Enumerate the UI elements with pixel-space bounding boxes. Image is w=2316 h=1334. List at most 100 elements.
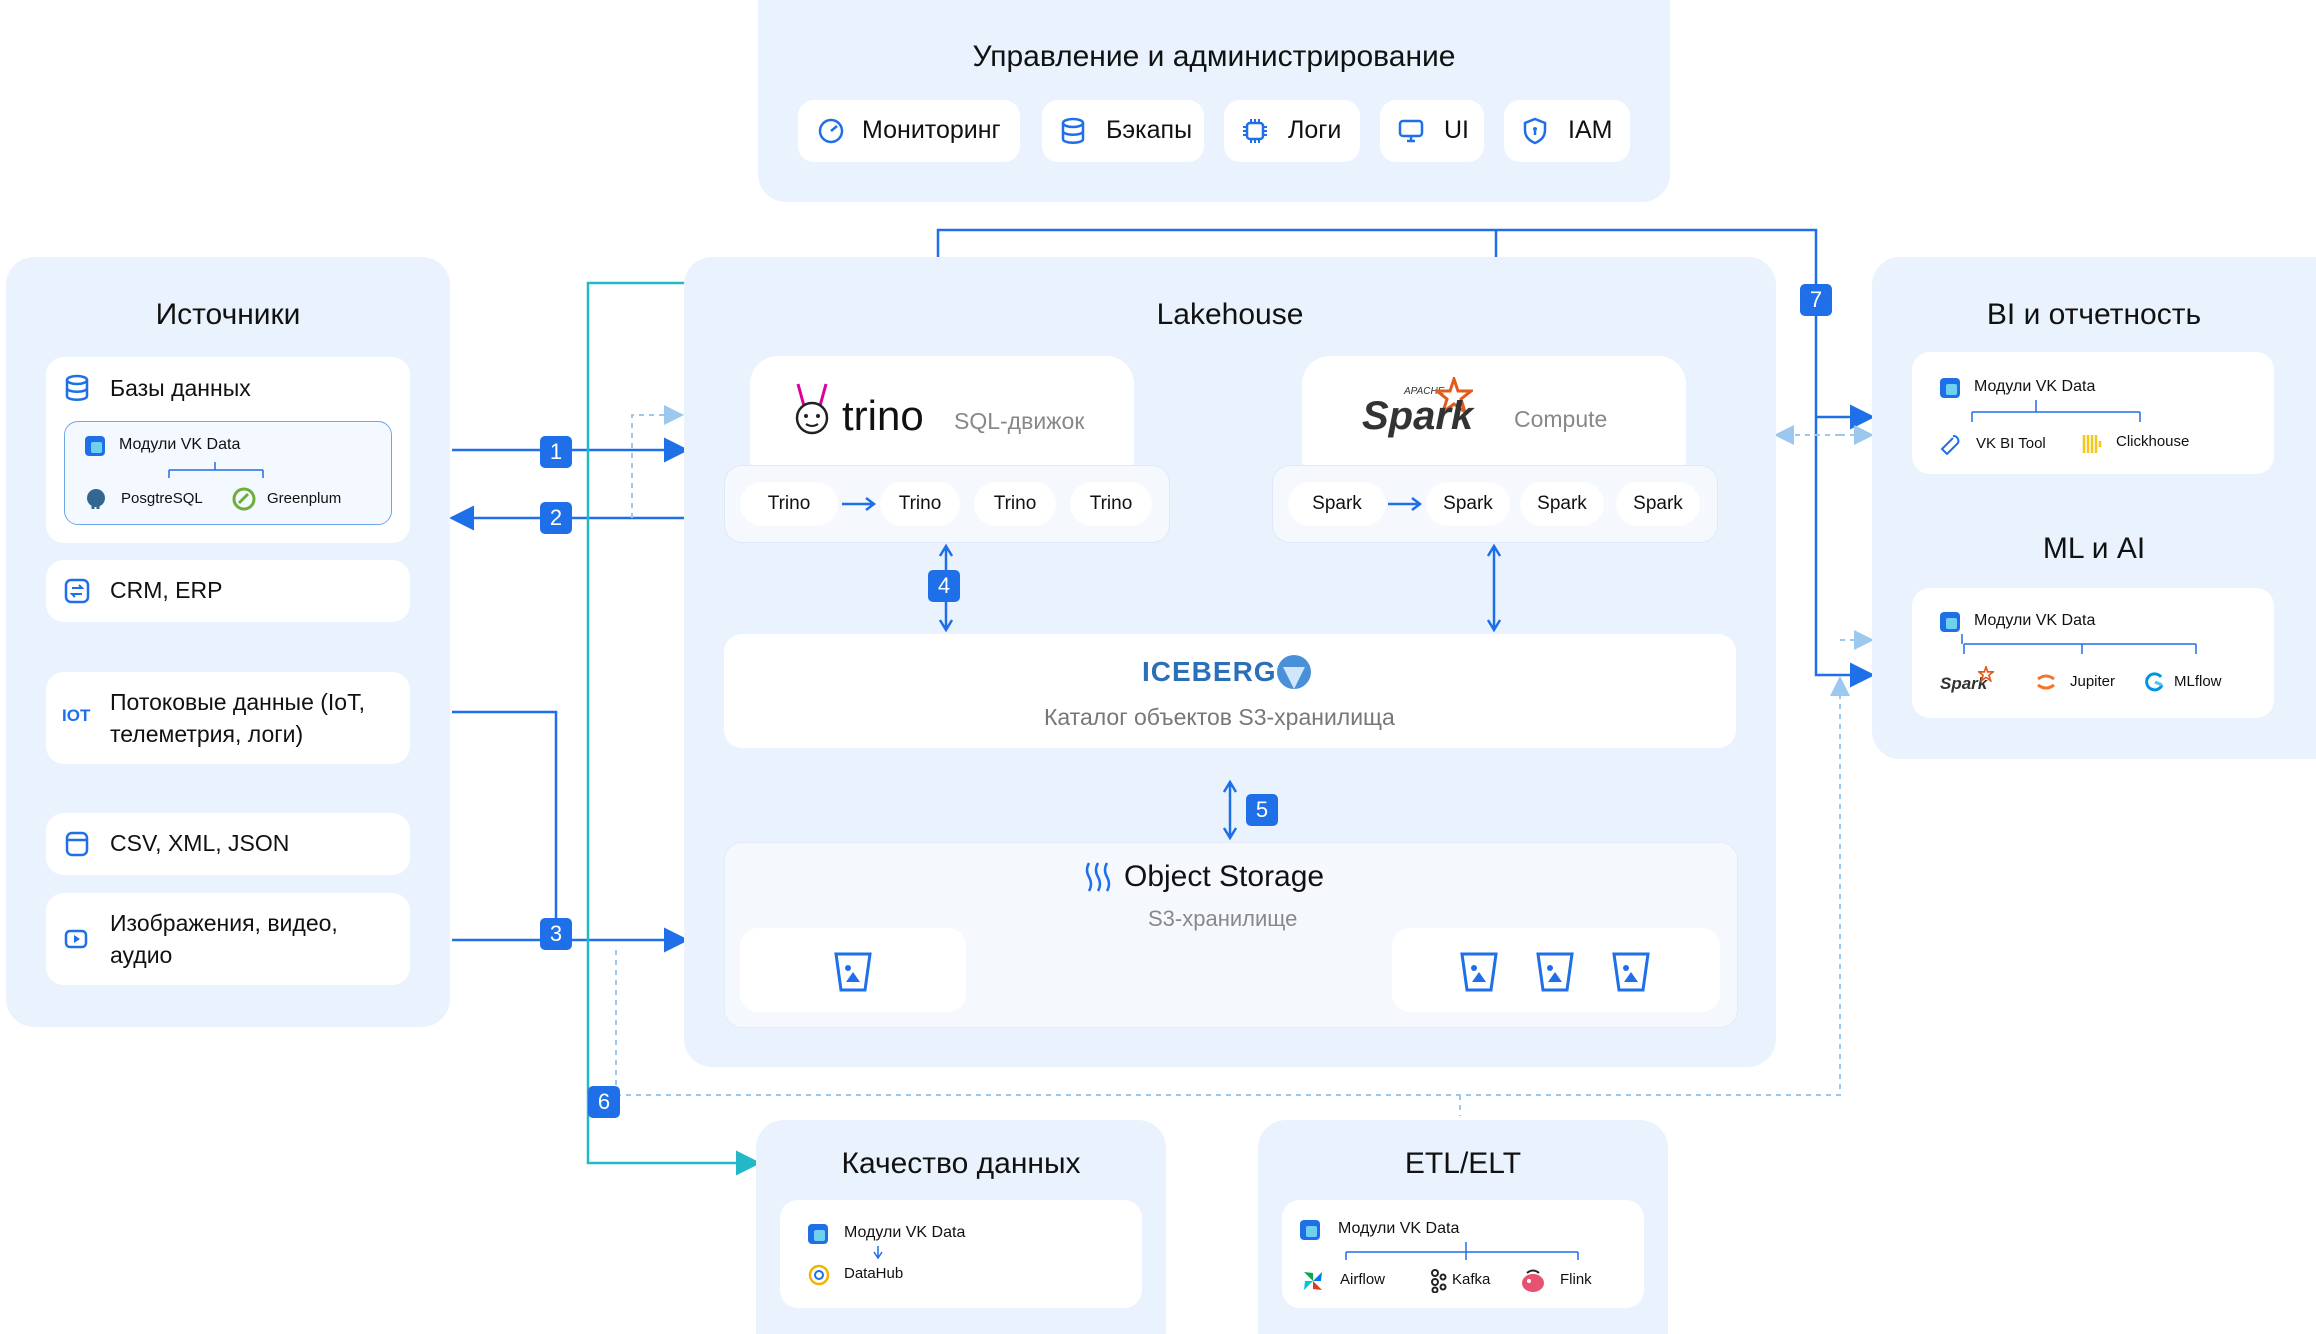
iceberg-globe-icon <box>1274 652 1314 692</box>
iceberg-card <box>724 634 1736 748</box>
tree-connector <box>1345 1242 1579 1260</box>
wrench-icon <box>1938 432 1962 456</box>
kafka-label: Kafka <box>1452 1271 1491 1288</box>
step-badge-7[interactable]: 7 <box>1800 284 1832 316</box>
vk-modules-label: Модули VK Data <box>844 1224 966 1241</box>
kafka-icon <box>1422 1268 1448 1294</box>
jupyter-icon <box>2034 670 2058 694</box>
tree-connector <box>873 1246 883 1260</box>
crm-card[interactable]: CRM, ERP <box>46 560 410 622</box>
csv-card[interactable]: CSV, XML, JSON <box>46 813 410 875</box>
postgres-label: PosgtreSQL <box>121 490 203 507</box>
spark-header-card <box>1302 356 1686 486</box>
quality-card: Модули VK Data DataHub <box>780 1200 1142 1308</box>
trino-subtitle: SQL-движок <box>954 408 1085 434</box>
vk-modules-label: Модули VK Data <box>1338 1220 1460 1237</box>
vk-modules-box: Модули VK Data PosgtreSQL Greenplum <box>64 421 392 525</box>
chip-icon <box>1240 116 1270 146</box>
step-badge-3[interactable]: 3 <box>540 918 572 950</box>
spark-subtitle: Compute <box>1514 406 1608 432</box>
backups-item[interactable]: Бэкапы <box>1042 100 1204 162</box>
ml-title: ML и AI <box>2042 532 2146 565</box>
media-icon <box>62 923 92 953</box>
ui-label: UI <box>1444 116 1469 144</box>
trino-node[interactable]: Trino <box>740 482 838 526</box>
clickhouse-icon <box>2080 432 2104 456</box>
gauge-icon <box>816 116 846 146</box>
ui-item[interactable]: UI <box>1380 100 1484 162</box>
management-title: Управление и администрирование <box>972 40 1456 73</box>
elephant-icon <box>83 486 109 512</box>
spark-node[interactable]: Spark <box>1520 482 1604 526</box>
storage-waves-icon <box>1082 860 1114 894</box>
spark-node[interactable]: Spark <box>1288 482 1386 526</box>
exchange-icon <box>62 576 92 606</box>
bucket-icon <box>1612 952 1650 992</box>
iam-label: IAM <box>1568 116 1613 144</box>
etl-title: ETL/ELT <box>1404 1147 1522 1180</box>
storage-subtitle: S3-хранилище <box>1148 906 1298 931</box>
bi-card: Модули VK Data VK BI Tool Clickhouse <box>1912 352 2274 474</box>
tree-connector <box>1971 400 2141 422</box>
spark-logo-small: Spark <box>1940 674 1988 693</box>
iam-item[interactable]: IAM <box>1504 100 1630 162</box>
database-icon <box>62 373 92 403</box>
arrow-right-icon <box>1388 497 1423 511</box>
tree-connector <box>1961 634 2197 654</box>
lakehouse-title: Lakehouse <box>1156 298 1304 331</box>
mlflow-label: MLflow <box>2174 673 2222 690</box>
bucket-icon <box>1460 952 1498 992</box>
trino-node[interactable]: Trino <box>974 482 1056 526</box>
trino-node[interactable]: Trino <box>880 482 960 526</box>
spark-node[interactable]: Spark <box>1426 482 1510 526</box>
monitoring-label: Мониторинг <box>862 116 1001 144</box>
datahub-icon <box>806 1262 832 1288</box>
sources-title: Источники <box>155 298 301 331</box>
bucket-source-card <box>740 928 966 1012</box>
bucket-icon <box>1536 952 1574 992</box>
airflow-label: Airflow <box>1340 1271 1386 1288</box>
csv-label: CSV, XML, JSON <box>110 830 290 856</box>
vk-modules-label: Модули VK Data <box>1974 378 2096 395</box>
step-badge-4[interactable]: 4 <box>928 570 960 602</box>
step-badge-1[interactable]: 1 <box>540 436 572 468</box>
greenplum-label: Greenplum <box>267 490 342 507</box>
monitoring-item[interactable]: Мониторинг <box>798 100 1020 162</box>
step-badge-2[interactable]: 2 <box>540 502 572 534</box>
media-label: Изображения, видео, аудио <box>110 910 338 968</box>
vk-data-icon <box>83 434 107 458</box>
mlflow-icon <box>2142 670 2166 694</box>
ml-card: Модули VK Data Spark Jupiter MLflow <box>1912 588 2274 718</box>
logs-item[interactable]: Логи <box>1224 100 1360 162</box>
clickhouse-label: Clickhouse <box>2116 433 2190 450</box>
database-icon <box>1058 116 1088 146</box>
spark-name: Spark <box>1362 394 1474 438</box>
spark-star-icon <box>1978 666 1994 682</box>
monitor-icon <box>1396 116 1426 146</box>
vk-data-icon <box>1298 1218 1322 1242</box>
spark-node[interactable]: Spark <box>1616 482 1700 526</box>
media-card[interactable]: Изображения, видео, аудио <box>46 893 410 985</box>
trino-name: trino <box>842 392 924 439</box>
bucket-icon <box>834 952 872 992</box>
vk-data-icon <box>806 1222 830 1246</box>
iot-icon: IOT <box>62 706 91 725</box>
vk-data-icon <box>1938 376 1962 400</box>
step-badge-6[interactable]: 6 <box>588 1086 620 1118</box>
logs-label: Логи <box>1288 116 1342 144</box>
iceberg-logo: ICEBERG <box>1142 656 1277 687</box>
file-icon <box>62 829 92 859</box>
vk-data-icon <box>1938 610 1962 634</box>
trino-bunny-icon <box>790 382 834 436</box>
flink-icon <box>1518 1266 1548 1296</box>
streaming-card[interactable]: IOT Потоковые данные (IoT, телеметрия, л… <box>46 672 410 764</box>
databases-card[interactable]: Базы данных Модули VK Data PosgtreSQL Gr… <box>46 357 410 543</box>
step-badge-5[interactable]: 5 <box>1246 794 1278 826</box>
arrow-right-icon <box>842 497 877 511</box>
jupiter-label: Jupiter <box>2070 673 2116 690</box>
tree-connector <box>168 462 264 478</box>
shield-icon <box>1520 116 1550 146</box>
datahub-label: DataHub <box>844 1265 904 1282</box>
trino-node[interactable]: Trino <box>1070 482 1152 526</box>
